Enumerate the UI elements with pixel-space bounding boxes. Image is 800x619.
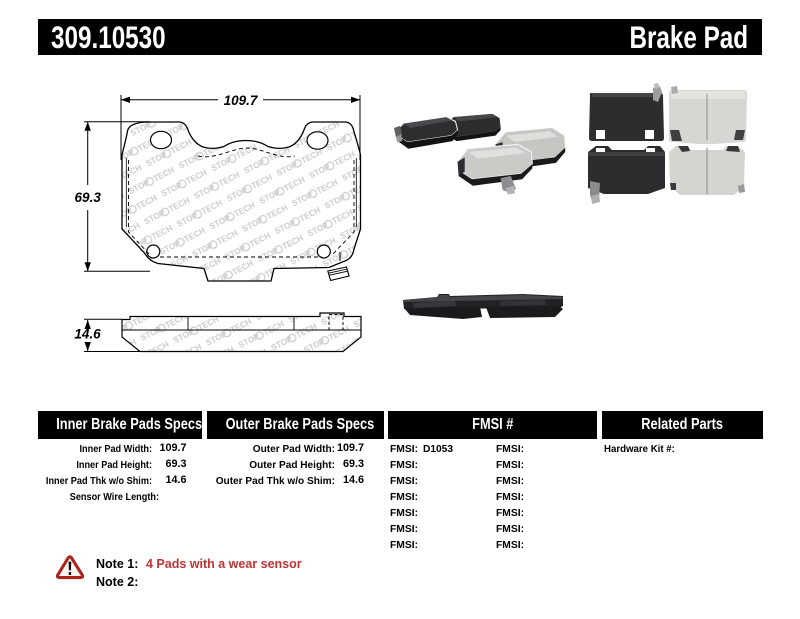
svg-text:14.6: 14.6	[74, 327, 101, 342]
svg-text:69.3: 69.3	[75, 190, 102, 205]
svg-text:109.7: 109.7	[224, 93, 259, 108]
